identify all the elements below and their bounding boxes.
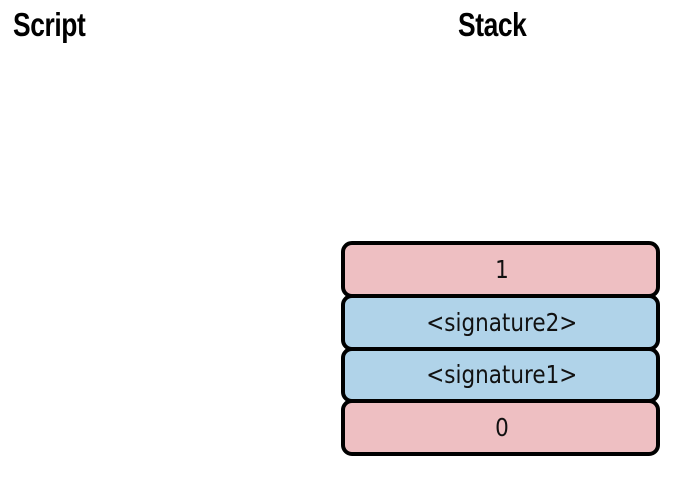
stack-item-label: 0 xyxy=(494,413,509,443)
stack-item: 0 xyxy=(341,399,660,456)
stack-item-label: 1 xyxy=(494,254,509,284)
stack-item: <signature1> xyxy=(341,346,660,404)
script-column-title: Script xyxy=(13,6,86,43)
stack-item-label: <signature1> xyxy=(426,360,577,390)
script-column-body xyxy=(13,55,333,470)
stack-item: 1 xyxy=(341,241,660,298)
stack-item: <signature2> xyxy=(341,293,660,351)
stack-item-label: <signature2> xyxy=(426,307,577,337)
stack-column-body: 1 <signature2> <signature1> 0 xyxy=(341,241,660,456)
stack-column-title: Stack xyxy=(458,6,527,43)
